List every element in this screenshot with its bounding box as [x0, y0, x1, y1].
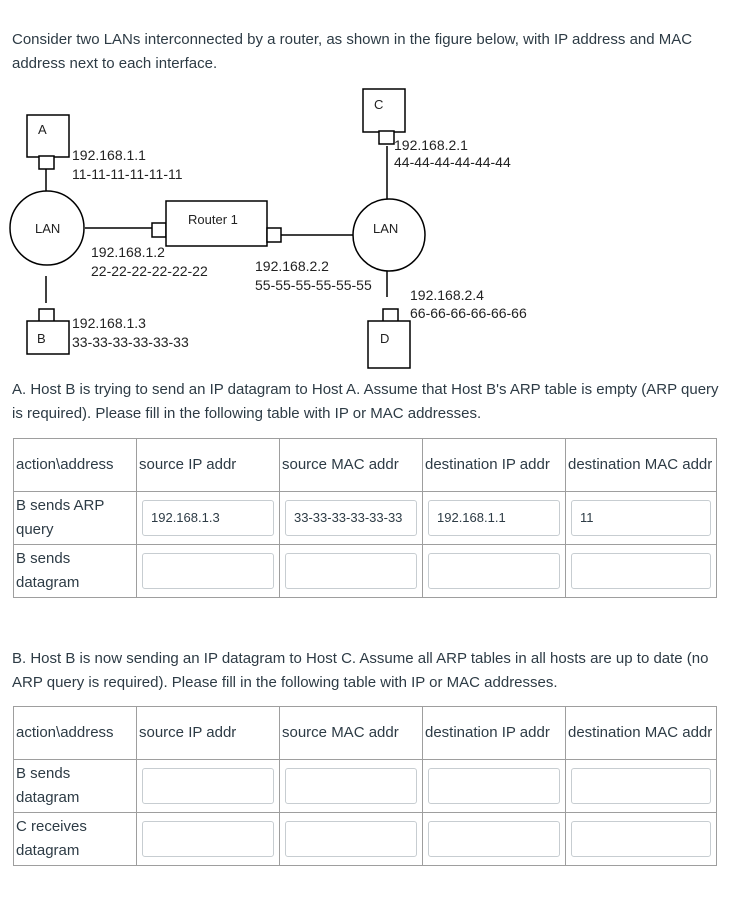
- router-label: Router 1: [188, 212, 238, 227]
- router-left-interface: [151, 222, 167, 238]
- destination-ip-input[interactable]: [428, 768, 560, 804]
- source-ip-input[interactable]: [142, 821, 274, 857]
- host-a-ip: 192.168.1.1: [72, 147, 146, 163]
- table-header-row: action\address source IP addr source MAC…: [13, 706, 717, 760]
- host-c-interface: [378, 130, 395, 145]
- router-left-mac: 22-22-22-22-22-22: [91, 263, 208, 279]
- host-c-ip: 192.168.2.1: [394, 137, 468, 153]
- host-b-ip: 192.168.1.3: [72, 315, 146, 331]
- destination-ip-input[interactable]: 192.168.1.1: [428, 500, 560, 536]
- router-right-mac: 55-55-55-55-55-55: [255, 277, 372, 293]
- host-d-interface: [382, 308, 399, 323]
- part-a-text: A. Host B is trying to send an IP datagr…: [12, 381, 719, 422]
- network-diagram: A B C D LAN LAN Router 1 192.168.1.1 11-…: [9, 88, 527, 369]
- host-b-mac: 33-33-33-33-33-33: [72, 334, 189, 350]
- router-box: [165, 200, 268, 247]
- part-b-text: B. Host B is now sending an IP datagram …: [12, 650, 709, 691]
- part-b-table: action\address source IP addr source MAC…: [13, 706, 717, 866]
- destination-mac-input[interactable]: [571, 553, 711, 589]
- destination-mac-input[interactable]: [571, 821, 711, 857]
- table-header-row: action\address source IP addr source MAC…: [13, 438, 717, 492]
- row-action-label: B sends ARP query: [13, 491, 137, 545]
- row-action-label: B sends datagram: [13, 544, 137, 598]
- header-destination-ip: destination IP addr: [422, 706, 566, 760]
- row-action-label: B sends datagram: [13, 759, 137, 813]
- intro-text: Consider two LANs interconnected by a ro…: [12, 31, 693, 72]
- header-source-mac: source MAC addr: [279, 438, 423, 492]
- lan-right-circle: [352, 198, 426, 272]
- router-right-ip: 192.168.2.2: [255, 258, 329, 274]
- destination-mac-input[interactable]: 11: [571, 500, 711, 536]
- table-row: C receives datagram: [13, 812, 717, 866]
- lan-left-circle: [9, 190, 85, 266]
- header-source-mac: source MAC addr: [279, 706, 423, 760]
- header-destination-mac: destination MAC addr: [565, 438, 717, 492]
- source-ip-input[interactable]: [142, 768, 274, 804]
- row-action-label: C receives datagram: [13, 812, 137, 866]
- destination-ip-input[interactable]: [428, 553, 560, 589]
- host-d-label: D: [380, 331, 389, 346]
- router-left-ip: 192.168.1.2: [91, 244, 165, 260]
- host-c-box: [362, 88, 406, 133]
- host-a-box: [26, 114, 70, 158]
- source-mac-input[interactable]: [285, 768, 417, 804]
- source-mac-input[interactable]: 33-33-33-33-33-33: [285, 500, 417, 536]
- header-destination-mac: destination MAC addr: [565, 706, 717, 760]
- lan-right-label: LAN: [373, 221, 398, 236]
- host-d-mac: 66-66-66-66-66-66: [410, 305, 527, 321]
- router-right-interface: [266, 227, 282, 243]
- host-b-box: [26, 320, 70, 355]
- table-row: B sends datagram: [13, 759, 717, 813]
- source-mac-input[interactable]: [285, 821, 417, 857]
- header-source-ip: source IP addr: [136, 438, 280, 492]
- table-row: B sends ARP query 192.168.1.3 33-33-33-3…: [13, 491, 717, 545]
- header-destination-ip: destination IP addr: [422, 438, 566, 492]
- source-mac-input[interactable]: [285, 553, 417, 589]
- source-ip-input[interactable]: [142, 553, 274, 589]
- source-ip-input[interactable]: 192.168.1.3: [142, 500, 274, 536]
- table-row: B sends datagram: [13, 544, 717, 598]
- host-a-label: A: [38, 122, 47, 137]
- header-source-ip: source IP addr: [136, 706, 280, 760]
- destination-ip-input[interactable]: [428, 821, 560, 857]
- host-b-label: B: [37, 331, 46, 346]
- lan-left-label: LAN: [35, 221, 60, 236]
- header-action: action\address: [13, 438, 137, 492]
- host-d-box: [367, 320, 411, 369]
- host-c-label: C: [374, 97, 383, 112]
- host-a-mac: 11-11-11-11-11-11: [72, 166, 183, 182]
- part-a-table: action\address source IP addr source MAC…: [13, 438, 717, 598]
- host-b-interface: [38, 308, 55, 323]
- header-action: action\address: [13, 706, 137, 760]
- host-c-mac: 44-44-44-44-44-44: [394, 154, 511, 170]
- host-a-interface: [38, 155, 55, 170]
- destination-mac-input[interactable]: [571, 768, 711, 804]
- host-d-ip: 192.168.2.4: [410, 287, 484, 303]
